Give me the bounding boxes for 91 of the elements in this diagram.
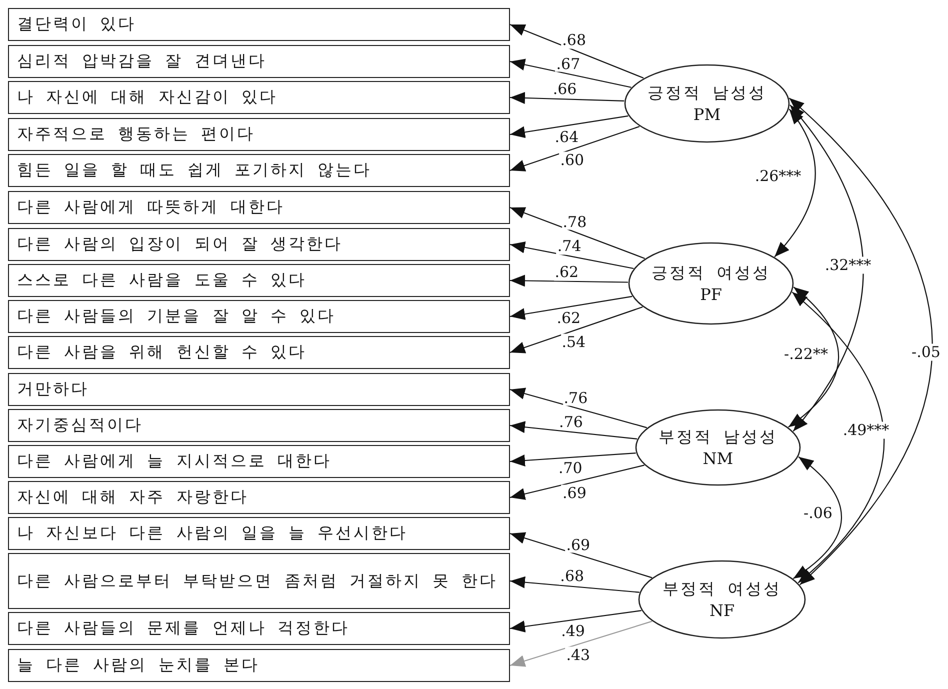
indicator-box xyxy=(8,118,510,151)
loading-arrow xyxy=(510,92,624,104)
indicator-box xyxy=(8,154,510,187)
edge-label: -.06 xyxy=(802,504,834,522)
loading-arrow xyxy=(510,576,640,593)
indicator-box xyxy=(8,409,510,442)
edge-label: .76 xyxy=(558,414,584,430)
latent-abbreviation: NM xyxy=(702,448,734,470)
item-text: 늘 다른 사람의 눈치를 본다 xyxy=(17,655,260,676)
item-text: 자신에 대해 자주 자랑한다 xyxy=(17,487,248,508)
indicator-box xyxy=(8,649,510,682)
edge-label: .69 xyxy=(565,536,592,553)
edge-label: .69 xyxy=(562,484,588,502)
correlation-arrow xyxy=(790,104,864,432)
latent-name: 긍정적 남성성 xyxy=(647,82,767,104)
latent-abbreviation: PM xyxy=(693,104,721,126)
loading-arrow xyxy=(510,241,634,270)
indicator-box xyxy=(8,264,510,297)
latent-variable-ellipse xyxy=(638,560,806,639)
edge-label: -.05 xyxy=(910,344,942,360)
indicator-box xyxy=(8,481,510,514)
correlation-arrow xyxy=(792,456,842,580)
item-text: 다른 사람으로부터 부탁받으면 좀처럼 거절하지 못 한다 xyxy=(17,570,498,592)
latent-name: 부정적 여성성 xyxy=(662,578,782,600)
edge-label: .76 xyxy=(562,390,589,406)
loading-arrow xyxy=(510,115,628,138)
indicator-box xyxy=(8,517,510,550)
loading-arrow xyxy=(510,274,628,287)
edge-label: .32*** xyxy=(824,256,872,274)
loading-arrow xyxy=(510,296,632,320)
edge-label: -.22** xyxy=(783,346,829,362)
item-text: 심리적 압박감을 잘 견뎌낸다 xyxy=(17,51,266,72)
latent-name: 긍정적 여성성 xyxy=(651,262,771,284)
item-text: 힘든 일을 할 때도 쉽게 포기하지 않는다 xyxy=(17,160,372,181)
indicator-box xyxy=(8,45,510,78)
item-text: 다른 사람에게 따뜻하게 대한다 xyxy=(17,197,284,218)
latent-variable-ellipse xyxy=(624,64,790,143)
indicator-box xyxy=(8,612,510,645)
edge-label: .49 xyxy=(560,622,586,640)
item-text: 자주적으로 행동하는 편이다 xyxy=(17,124,256,145)
indicator-box xyxy=(8,445,510,478)
edge-label: .66 xyxy=(552,80,578,98)
indicator-box xyxy=(8,81,510,114)
loading-arrow xyxy=(510,464,644,500)
latent-name: 부정적 남성성 xyxy=(658,426,778,448)
indicator-box xyxy=(8,336,510,369)
correlation-arrow xyxy=(774,108,816,258)
loading-arrow xyxy=(510,126,640,172)
indicator-box xyxy=(8,300,510,333)
indicator-box xyxy=(8,228,510,261)
loading-arrow xyxy=(510,452,636,466)
item-text: 거만하다 xyxy=(17,379,89,400)
item-text: 자기중심적이다 xyxy=(17,415,143,436)
edge-label: .67 xyxy=(555,56,582,72)
edge-label: .49*** xyxy=(842,422,890,438)
item-text: 다른 사람의 입장이 되어 잘 생각한다 xyxy=(17,234,342,255)
edge-label: .68 xyxy=(561,32,588,48)
indicator-box xyxy=(8,8,510,41)
item-text: 나 자신보다 다른 사람의 일을 늘 우선시한다 xyxy=(17,523,408,544)
item-text: 다른 사람을 위해 헌신할 수 있다 xyxy=(17,342,306,363)
loading-arrow xyxy=(510,24,644,79)
item-text: 스스로 다른 사람을 도울 수 있다 xyxy=(17,270,306,291)
item-text: 나 자신에 대해 자신감이 있다 xyxy=(17,87,278,108)
edge-label: .78 xyxy=(562,214,588,230)
item-text: 다른 사람들의 문제를 언제나 걱정한다 xyxy=(17,618,350,639)
correlation-arrow xyxy=(792,292,885,584)
latent-variable-ellipse xyxy=(635,409,801,486)
loading-arrow xyxy=(510,610,642,632)
indicator-box xyxy=(8,373,510,406)
loading-arrow xyxy=(510,388,648,428)
indicator-box xyxy=(8,553,510,609)
item-text: 다른 사람에게 늘 지시적으로 대한다 xyxy=(17,451,332,472)
edge-label: .54 xyxy=(560,333,587,350)
loading-arrow xyxy=(510,620,652,667)
correlation-arrow xyxy=(788,286,840,428)
latent-variable-ellipse xyxy=(628,242,794,325)
edge-label: .74 xyxy=(556,238,582,254)
latent-abbreviation: NF xyxy=(709,600,735,622)
edge-label: .26*** xyxy=(754,168,802,184)
indicator-box xyxy=(8,191,510,224)
edge-label: .64 xyxy=(554,128,580,145)
loading-arrow xyxy=(510,532,652,578)
latent-abbreviation: PF xyxy=(700,284,722,306)
loading-arrow xyxy=(510,421,638,440)
loading-arrow xyxy=(510,206,645,259)
loading-arrow xyxy=(510,58,632,88)
item-text: 결단력이 있다 xyxy=(17,14,136,35)
correlation-arrow xyxy=(788,98,933,586)
loading-arrow xyxy=(510,306,643,354)
item-text: 다른 사람들의 기분을 잘 알 수 있다 xyxy=(17,306,336,327)
edge-label: .62 xyxy=(556,310,582,326)
